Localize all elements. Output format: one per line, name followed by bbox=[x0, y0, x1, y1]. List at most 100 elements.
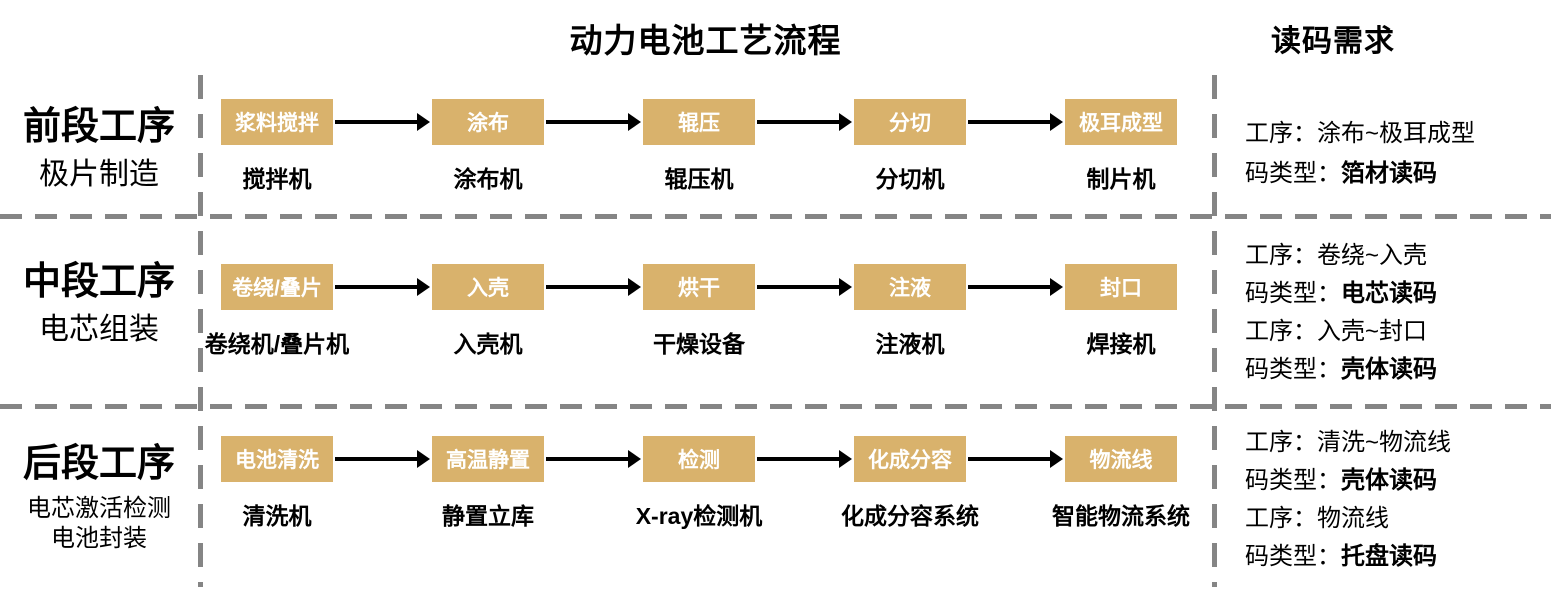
machine-label: X-ray检测机 bbox=[635, 503, 763, 529]
requirement-value: 物流线 bbox=[1317, 505, 1389, 532]
machine-label: 辊压机 bbox=[664, 166, 734, 192]
machine-label: 搅拌机 bbox=[242, 166, 312, 192]
process-step: 物流线 智能物流系统 bbox=[1036, 436, 1206, 531]
process-step: 入壳 入壳机 bbox=[403, 264, 573, 359]
stage-row-back: 后段工序 电芯激活检测 电池封装 电池清洗 清洗机 高温静置 静置立库 检测 X… bbox=[0, 409, 1551, 611]
process-step-box: 电池清洗 bbox=[221, 436, 333, 482]
process-flow: 浆料搅拌 搅拌机 涂布 涂布机 辊压 辊压机 分切 分切机 极耳成型 制片机 bbox=[199, 70, 1212, 214]
requirement-value: 托盘读码 bbox=[1341, 543, 1437, 570]
stage-title: 前段工序 bbox=[22, 106, 175, 148]
requirement-line: 工序：物流线 bbox=[1245, 500, 1551, 538]
flow-title: 动力电池工艺流程 bbox=[569, 22, 842, 59]
stage-header: 前段工序 极片制造 bbox=[0, 70, 198, 193]
stage-subtitle-line: 极片制造 bbox=[39, 157, 159, 191]
machine-label: 卷绕机/叠片机 bbox=[204, 331, 350, 357]
process-step-box: 极耳成型 bbox=[1065, 99, 1177, 145]
process-step: 浆料搅拌 搅拌机 bbox=[192, 99, 362, 194]
process-step-box: 辊压 bbox=[643, 99, 755, 145]
requirements-block: 工序：涂布~极耳成型 码类型：箔材读码 bbox=[1217, 70, 1551, 194]
flow-arrow-icon bbox=[546, 278, 641, 296]
requirement-label: 工序： bbox=[1245, 318, 1317, 345]
process-step: 极耳成型 制片机 bbox=[1036, 99, 1206, 194]
process-step: 烘干 干燥设备 bbox=[614, 264, 784, 359]
stage-header: 中段工序 电芯组装 bbox=[0, 219, 198, 348]
stage-subtitle-line: 电芯组装 bbox=[39, 312, 159, 346]
process-step: 涂布 涂布机 bbox=[403, 99, 573, 194]
requirement-label: 码类型： bbox=[1245, 543, 1341, 570]
stage-row-middle: 中段工序 电芯组装 卷绕/叠片 卷绕机/叠片机 入壳 入壳机 烘干 干燥设备 注… bbox=[0, 219, 1551, 404]
process-flow: 卷绕/叠片 卷绕机/叠片机 入壳 入壳机 烘干 干燥设备 注液 注液机 封口 焊… bbox=[199, 219, 1212, 404]
machine-label: 涂布机 bbox=[453, 166, 523, 192]
requirement-value: 壳体读码 bbox=[1341, 467, 1437, 494]
requirement-label: 工序： bbox=[1245, 429, 1317, 456]
requirements-block: 工序：卷绕~入壳 码类型：电芯读码 工序：入壳~封口 码类型：壳体读码 bbox=[1217, 219, 1551, 389]
row-divider-2 bbox=[0, 404, 1551, 409]
requirement-label: 码类型： bbox=[1245, 356, 1341, 383]
requirement-label: 工序： bbox=[1245, 505, 1317, 532]
machine-label: 入壳机 bbox=[453, 331, 523, 357]
stage-title: 后段工序 bbox=[22, 443, 175, 485]
flow-arrow-icon bbox=[757, 278, 852, 296]
process-step-box: 涂布 bbox=[432, 99, 544, 145]
requirement-value: 电芯读码 bbox=[1341, 280, 1437, 307]
process-step-box: 高温静置 bbox=[432, 436, 544, 482]
requirement-line: 工序：清洗~物流线 bbox=[1245, 424, 1551, 462]
machine-label: 制片机 bbox=[1086, 166, 1156, 192]
process-step-box: 分切 bbox=[854, 99, 966, 145]
stage-subtitle-line: 电芯激活检测 bbox=[27, 494, 171, 522]
process-step: 辊压 辊压机 bbox=[614, 99, 784, 194]
process-step-box: 卷绕/叠片 bbox=[221, 264, 333, 310]
requirement-line: 码类型：电芯读码 bbox=[1245, 275, 1551, 313]
process-step: 卷绕/叠片 卷绕机/叠片机 bbox=[192, 264, 362, 359]
flow-arrow-icon bbox=[757, 113, 852, 131]
process-step-box: 检测 bbox=[643, 436, 755, 482]
process-step: 封口 焊接机 bbox=[1036, 264, 1206, 359]
flow-arrow-icon bbox=[335, 113, 430, 131]
requirement-value: 卷绕~入壳 bbox=[1317, 242, 1428, 269]
process-flow: 电池清洗 清洗机 高温静置 静置立库 检测 X-ray检测机 化成分容 化成分容… bbox=[199, 409, 1212, 611]
process-step-box: 化成分容 bbox=[854, 436, 966, 482]
flow-arrow-icon bbox=[546, 113, 641, 131]
stage-header: 后段工序 电芯激活检测 电池封装 bbox=[0, 409, 198, 554]
process-step: 高温静置 静置立库 bbox=[403, 436, 573, 531]
process-step: 分切 分切机 bbox=[825, 99, 995, 194]
requirement-label: 码类型： bbox=[1245, 467, 1341, 494]
requirement-value: 箔材读码 bbox=[1341, 160, 1437, 187]
requirements-block: 工序：清洗~物流线 码类型：壳体读码 工序：物流线 码类型：托盘读码 bbox=[1217, 409, 1551, 576]
requirements-title: 读码需求 bbox=[1271, 25, 1395, 58]
flow-arrow-icon bbox=[968, 450, 1063, 468]
requirement-line: 工序：入壳~封口 bbox=[1245, 313, 1551, 351]
requirement-value: 壳体读码 bbox=[1341, 356, 1437, 383]
stage-flow-divider bbox=[198, 75, 203, 587]
process-step-box: 封口 bbox=[1065, 264, 1177, 310]
process-step: 检测 X-ray检测机 bbox=[614, 436, 784, 531]
flow-arrow-icon bbox=[968, 278, 1063, 296]
stage-row-front: 前段工序 极片制造 浆料搅拌 搅拌机 涂布 涂布机 辊压 辊压机 分切 分切机 bbox=[0, 70, 1551, 214]
requirement-label: 工序： bbox=[1245, 242, 1317, 269]
row-divider-1 bbox=[0, 214, 1551, 219]
requirement-value: 入壳~封口 bbox=[1317, 318, 1428, 345]
flow-arrow-icon bbox=[757, 450, 852, 468]
process-step-box: 入壳 bbox=[432, 264, 544, 310]
flow-requirements-divider bbox=[1212, 75, 1217, 587]
process-step-box: 注液 bbox=[854, 264, 966, 310]
flow-arrow-icon bbox=[335, 278, 430, 296]
machine-label: 静置立库 bbox=[442, 503, 534, 529]
requirement-value: 清洗~物流线 bbox=[1317, 429, 1452, 456]
flow-arrow-icon bbox=[546, 450, 641, 468]
requirement-line: 工序：卷绕~入壳 bbox=[1245, 237, 1551, 275]
flow-arrow-icon bbox=[968, 113, 1063, 131]
requirement-label: 码类型： bbox=[1245, 160, 1341, 187]
requirement-value: 涂布~极耳成型 bbox=[1317, 120, 1476, 147]
process-step: 电池清洗 清洗机 bbox=[192, 436, 362, 531]
flow-arrow-icon bbox=[335, 450, 430, 468]
requirement-line: 工序：涂布~极耳成型 bbox=[1245, 114, 1551, 154]
machine-label: 干燥设备 bbox=[653, 331, 745, 357]
process-step: 化成分容 化成分容系统 bbox=[825, 436, 995, 531]
requirement-label: 码类型： bbox=[1245, 280, 1341, 307]
process-step-box: 烘干 bbox=[643, 264, 755, 310]
requirement-label: 工序： bbox=[1245, 120, 1317, 147]
process-step-box: 物流线 bbox=[1065, 436, 1177, 482]
process-step-box: 浆料搅拌 bbox=[221, 99, 333, 145]
